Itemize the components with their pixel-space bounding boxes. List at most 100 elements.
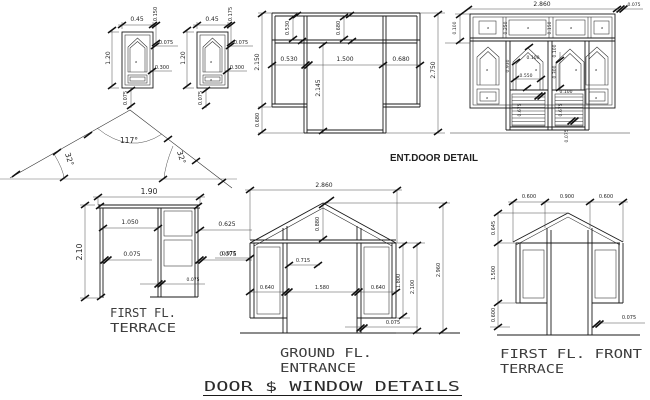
entrance-dimensions: 2.860 0.880 0.715 0.640 1.580 0.640 0.07… [215, 182, 450, 335]
panel-mark: a [486, 68, 488, 72]
panel-mark: a [527, 26, 529, 30]
window-section-1-dimensions: 0.45 0.150 0.075 0.300 1.20 0.075 [105, 7, 178, 110]
ent-door-dimensions: 0.530 0.680 0.530 1.500 0.680 2.145 2.15… [254, 10, 445, 136]
dim-left-width: 0.600 [522, 194, 536, 200]
front-terrace-label-line2: TERRACE [500, 362, 564, 376]
dim-wall: 0.075 [222, 251, 236, 257]
panel-mark: a [595, 68, 597, 72]
dim-top-offset: 0.175 [228, 7, 234, 21]
front-terrace-linework [497, 212, 640, 336]
window-section-2-dimensions: 0.45 0.175 0.075 0.300 1.20 0.075 [180, 7, 253, 110]
dim-sill: 0.075 [198, 91, 204, 105]
panel-mark: a [595, 96, 597, 100]
entrance-label-line2: ENTRANCE [280, 361, 356, 375]
panel-mark: a [135, 60, 137, 64]
dim-rail-right: 0.075 [219, 251, 236, 258]
window-section-1-linework [121, 31, 154, 89]
dim-overall-height: 2.10 [75, 243, 84, 260]
dim-rail-left: 0.075 [123, 251, 140, 258]
dim-left-width: 0.530 [280, 56, 297, 63]
dim-body-height: 1.500 [491, 266, 497, 280]
dim-door-height: 2.100 [410, 280, 416, 294]
sheet-title: DOOR $ WINDOW DETAILS [203, 379, 462, 396]
dim-cell-left-height: 0.530 [285, 21, 291, 35]
dim-frame: 0.075 [159, 40, 173, 46]
dim-top-offset: 0.150 [153, 7, 159, 21]
dim-cell-mid-height: 0.680 [336, 21, 342, 35]
dim-arch-right-top: 0.100 [552, 44, 558, 57]
first-fl-front-terrace: 0.600 0.900 0.600 0.645 1.500 0.600 0.07… [490, 194, 645, 376]
dim-louver-head: 0.100 [560, 89, 573, 95]
panel-mark: a [210, 60, 212, 64]
dim-panel-height: 1.800 [396, 274, 402, 288]
dim-gable-height: 0.880 [315, 217, 321, 231]
dim-head: 0.100 [452, 21, 458, 34]
dim-arch-right-height: 0.300 [552, 65, 558, 78]
dim-overall-height: 2.960 [436, 263, 442, 277]
dim-rail: 0.300 [230, 65, 244, 71]
window-section-2: a a 0.45 0.175 0.075 0.300 1.20 0.075 [180, 7, 253, 110]
dim-sill: 0.075 [386, 320, 400, 326]
sheet-title-text: DOOR $ WINDOW DETAILS [204, 379, 460, 395]
panel-mark: a [486, 96, 488, 100]
dim-width: 0.45 [130, 16, 144, 23]
dim-overall-height-left: 2.150 [254, 53, 261, 70]
dim-apex-offset: 0.100 [527, 55, 540, 61]
dim-base-height: 0.600 [491, 308, 497, 322]
dim-arch-width: 0.550 [520, 73, 533, 79]
dim-right-width: 0.680 [392, 56, 409, 63]
dim-right-width: 0.600 [599, 194, 613, 200]
dim-louver-right-height: 0.675 [558, 103, 564, 116]
dim-height: 1.20 [105, 51, 112, 65]
dim-overall-width: 1.90 [141, 187, 158, 196]
dim-right-angle: 32° [175, 150, 188, 166]
dim-door-height: 2.145 [315, 79, 322, 96]
dim-height: 1.20 [180, 51, 187, 65]
dim-overall-width: 2.860 [315, 182, 332, 189]
angle-detail: 117° 32° 32° [0, 109, 237, 189]
dim-transom-left: 0.250 [503, 21, 509, 34]
panel-mark: a [570, 26, 572, 30]
dim-left-angle: 32° [63, 152, 76, 168]
terrace-label-line1: FIRST FL. [110, 306, 176, 320]
front-terrace-dimensions: 0.600 0.900 0.600 0.645 1.500 0.600 0.07… [490, 194, 645, 331]
ent-door-detail: 0.530 0.680 0.530 1.500 0.680 2.145 2.15… [254, 10, 478, 164]
panel-mark: a [575, 68, 577, 72]
ent-door-detail-label: ENT.DOOR DETAIL [390, 153, 478, 164]
ent-door-front-marks: a a a a a a a a a a [486, 26, 603, 100]
dim-louver-left-height: 0.675 [517, 103, 523, 116]
dim-frame: 0.075 [628, 2, 641, 8]
panel-mark: a [487, 26, 489, 30]
dim-apex-angle: 117° [120, 136, 138, 145]
dim-mid-width: 1.580 [315, 285, 329, 291]
panel-mark: a [601, 26, 603, 30]
dim-sill: 0.075 [564, 129, 570, 142]
dim-rail: 0.300 [155, 65, 169, 71]
window-section-2-linework [196, 31, 229, 89]
front-terrace-label-line1: FIRST FL. FRONT [500, 347, 642, 361]
dim-arch-height: 0.930 [505, 59, 511, 72]
panel-mark: a [535, 68, 537, 72]
dim-opening-width: 1.050 [121, 219, 138, 226]
entrance-label-line1: GROUND FL. [280, 346, 372, 360]
ground-fl-entrance: 2.860 0.880 0.715 0.640 1.580 0.640 0.07… [215, 182, 460, 375]
dim-sill: 0.075 [123, 91, 129, 105]
dim-mid-width: 0.900 [560, 194, 574, 200]
window-section-1: 1.20 a 0.45 0.150 0.075 0.300 1.20 0.075 [105, 7, 178, 110]
dim-mid-width: 1.500 [336, 56, 353, 63]
ent-door-front-dimensions: 2.860 0.075 0.100 0.250 0.150 0.100 0.93… [452, 1, 643, 142]
dim-gable-height: 0.645 [491, 221, 497, 235]
entrance-linework [240, 202, 460, 334]
dim-rail-small: 0.075 [187, 277, 200, 283]
dim-half-width: 0.715 [296, 258, 310, 264]
roof-slope-lines [9, 109, 233, 189]
dim-left-width: 0.640 [260, 285, 274, 291]
dim-frame: 0.075 [234, 40, 248, 46]
ent-door-front: a a a a a a a a a a 2.860 0.075 0.100 0.… [445, 1, 643, 142]
dim-width: 0.45 [205, 16, 219, 23]
panel-mark: a [210, 78, 212, 82]
dim-overall-height-right: 2.750 [430, 61, 437, 78]
ent-door-front-linework [445, 13, 630, 134]
